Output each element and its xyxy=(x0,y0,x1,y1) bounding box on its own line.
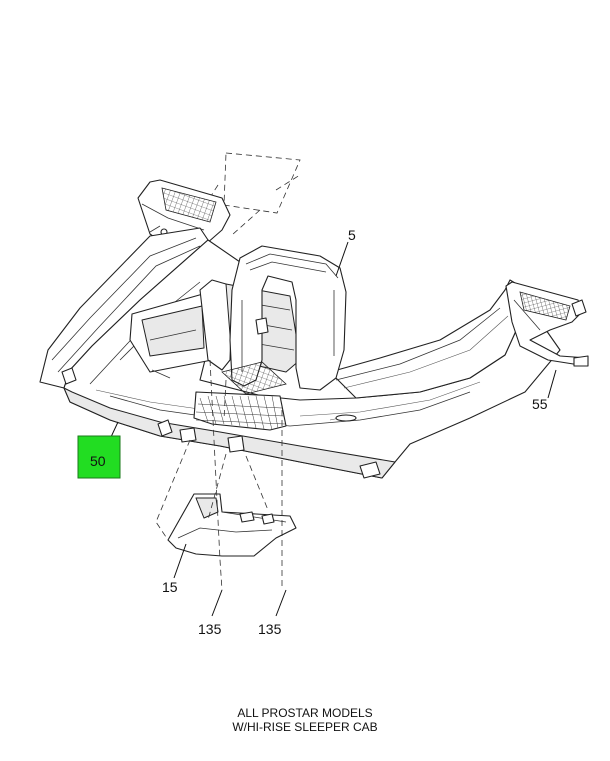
caption: ALL PROSTAR MODELS W/HI-RISE SLEEPER CAB xyxy=(0,706,610,734)
caption-line-1: ALL PROSTAR MODELS xyxy=(237,706,373,720)
callout-135-left[interactable]: 135 xyxy=(198,621,222,637)
callout-15[interactable]: 15 xyxy=(162,579,178,595)
caption-line-2: W/HI-RISE SLEEPER CAB xyxy=(232,720,378,734)
right-rear-vent-bracket xyxy=(505,281,589,367)
center-console-frame xyxy=(199,245,347,395)
callout-55[interactable]: 55 xyxy=(532,396,548,412)
phantom-lines xyxy=(155,359,283,591)
phantom-panel-top xyxy=(187,152,301,236)
highlight-box-50[interactable] xyxy=(77,435,121,479)
callout-50[interactable]: 50 xyxy=(90,453,106,469)
lower-trim-piece xyxy=(167,493,297,557)
floor-liner-assembly xyxy=(39,227,561,479)
callout-5[interactable]: 5 xyxy=(348,227,356,243)
callout-135-right[interactable]: 135 xyxy=(258,621,282,637)
